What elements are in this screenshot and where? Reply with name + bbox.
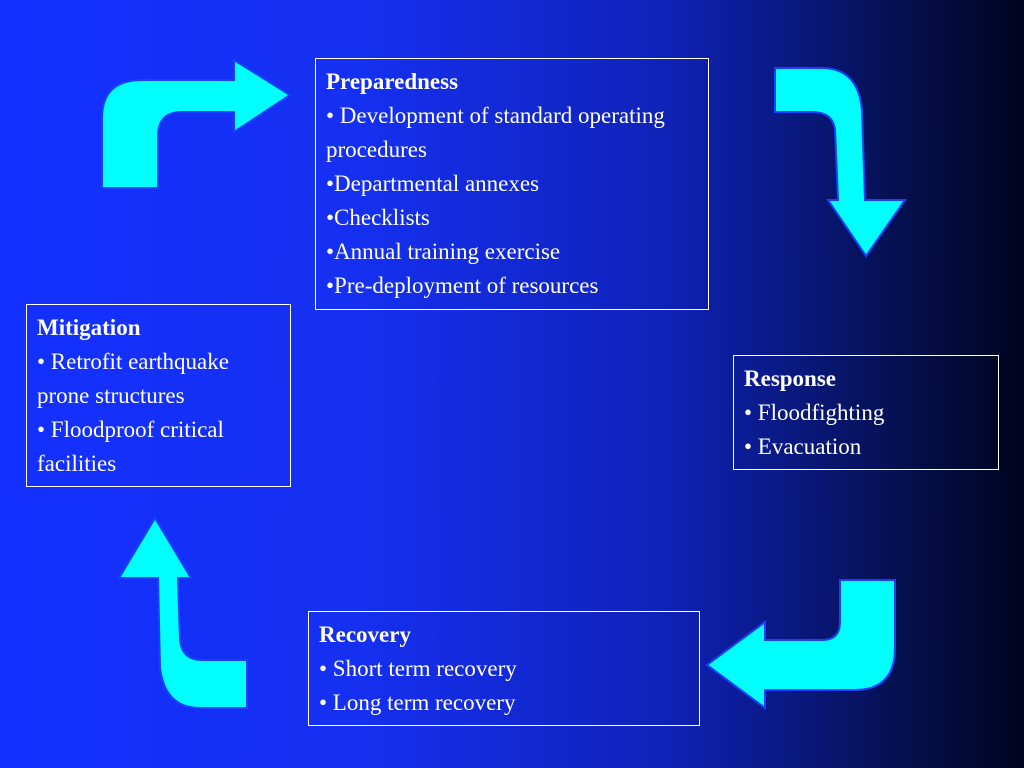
arrow-preparedness-to-response	[774, 67, 907, 258]
response-item: • Floodfighting	[744, 400, 885, 425]
recovery-title: Recovery	[319, 622, 411, 647]
preparedness-item: •Pre-deployment of resources	[326, 273, 599, 298]
arrow-response-to-recovery	[705, 579, 896, 710]
recovery-box: Recovery • Short term recovery • Long te…	[308, 611, 700, 726]
preparedness-box: Preparedness • Development of standard o…	[315, 58, 709, 310]
mitigation-item: • Floodproof critical facilities	[37, 417, 224, 476]
preparedness-item: • Development of standard operating proc…	[326, 103, 665, 162]
response-title: Response	[744, 366, 837, 391]
response-item: • Evacuation	[744, 434, 862, 459]
mitigation-box: Mitigation • Retrofit earthquake prone s…	[26, 304, 291, 487]
preparedness-item: •Departmental annexes	[326, 171, 540, 196]
mitigation-title: Mitigation	[37, 315, 141, 340]
preparedness-item: •Checklists	[326, 205, 430, 230]
preparedness-item: •Annual training exercise	[326, 239, 561, 264]
recovery-item: • Short term recovery	[319, 656, 517, 681]
recovery-item: • Long term recovery	[319, 690, 516, 715]
arrow-recovery-to-mitigation	[117, 516, 248, 709]
mitigation-item: • Retrofit earthquake prone structures	[37, 349, 229, 408]
arrow-mitigation-to-preparedness	[101, 58, 292, 189]
preparedness-title: Preparedness	[326, 69, 459, 94]
response-box: Response • Floodfighting • Evacuation	[733, 355, 999, 470]
